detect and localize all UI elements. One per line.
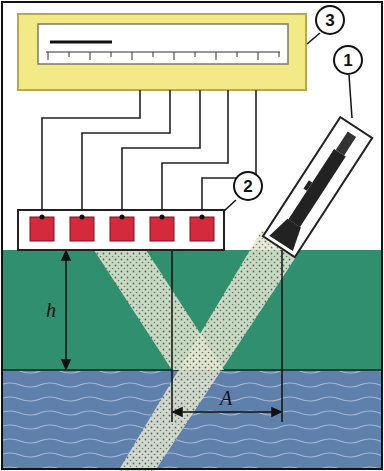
meter: [18, 14, 306, 90]
dimension-label: A: [220, 388, 232, 408]
meter-needle: [50, 41, 112, 44]
dimension-a: [172, 250, 282, 422]
dimension-label: h: [46, 300, 56, 320]
dimension-h: [62, 251, 70, 369]
upper-layer: [2, 250, 382, 370]
callout-circle: 3: [315, 5, 345, 35]
callout-number: 3: [325, 12, 334, 29]
sensors: [30, 215, 214, 242]
light-source: [263, 117, 372, 257]
callout-number: 2: [243, 178, 252, 195]
wires: [42, 90, 256, 217]
meter-display: [38, 24, 288, 64]
callout-circle: 1: [333, 45, 363, 75]
callout-circle: 2: [233, 171, 263, 201]
sensor-block: [18, 210, 224, 250]
callout-number: 1: [343, 52, 352, 69]
reflected-beam: [94, 250, 224, 370]
